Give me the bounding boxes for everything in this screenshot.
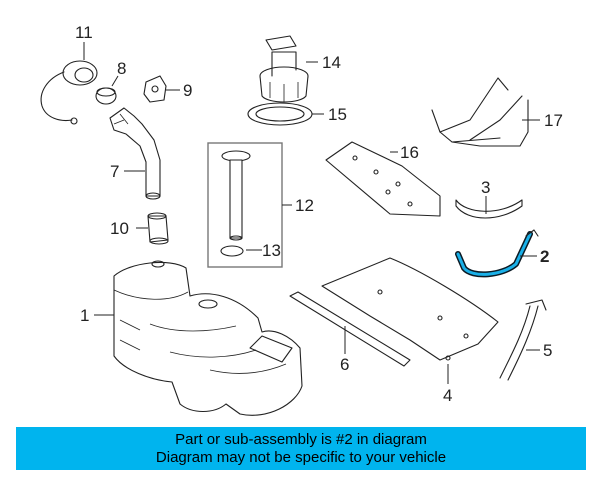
- part-16-skid-plate[interactable]: [325, 141, 441, 217]
- callout-11: 11: [75, 23, 93, 42]
- part-11-fuel-cap[interactable]: [40, 42, 98, 125]
- part-1-fuel-tank[interactable]: [94, 260, 303, 416]
- info-banner: Part or sub-assembly is #2 in diagram Di…: [16, 427, 586, 470]
- part-14-fuel-pump[interactable]: [259, 35, 318, 103]
- part-10-hose[interactable]: [136, 212, 169, 245]
- callout-4: 4: [443, 386, 452, 405]
- part-15-lock-ring[interactable]: [247, 102, 324, 126]
- banner-line-1: Part or sub-assembly is #2 in diagram: [175, 430, 427, 448]
- part-2-tank-strap[interactable]: [455, 229, 539, 278]
- banner-line-2: Diagram may not be specific to your vehi…: [155, 448, 447, 466]
- callout-3: 3: [481, 178, 490, 197]
- callout-2: 2: [540, 247, 549, 266]
- part-8-grommet[interactable]: [95, 75, 119, 105]
- part-12-sender-unit[interactable]: [221, 150, 292, 241]
- callout-8: 8: [117, 59, 126, 78]
- callout-5: 5: [543, 341, 552, 360]
- part-6-insulator[interactable]: [289, 291, 411, 367]
- part-5-strap[interactable]: [499, 299, 547, 381]
- parts-diagram: 11 8 9 7 10 14: [40, 23, 563, 416]
- callout-1: 1: [80, 306, 89, 325]
- callout-10: 10: [110, 219, 129, 238]
- callout-16: 16: [400, 143, 419, 162]
- part-9-clip[interactable]: [143, 75, 180, 103]
- callout-14: 14: [322, 53, 341, 72]
- callout-15: 15: [328, 105, 347, 124]
- part-13-seal[interactable]: [220, 245, 262, 257]
- callout-7: 7: [110, 162, 119, 181]
- callout-6: 6: [340, 355, 349, 374]
- callout-12: 12: [295, 196, 314, 215]
- part-3-strap-clip[interactable]: [455, 196, 523, 219]
- callout-17: 17: [544, 111, 563, 130]
- part-17-bracket[interactable]: [431, 77, 540, 147]
- callout-13: 13: [262, 241, 281, 260]
- part-7-filler-neck[interactable]: [109, 107, 161, 200]
- part-4-shield[interactable]: [321, 257, 499, 384]
- callout-9: 9: [183, 81, 192, 100]
